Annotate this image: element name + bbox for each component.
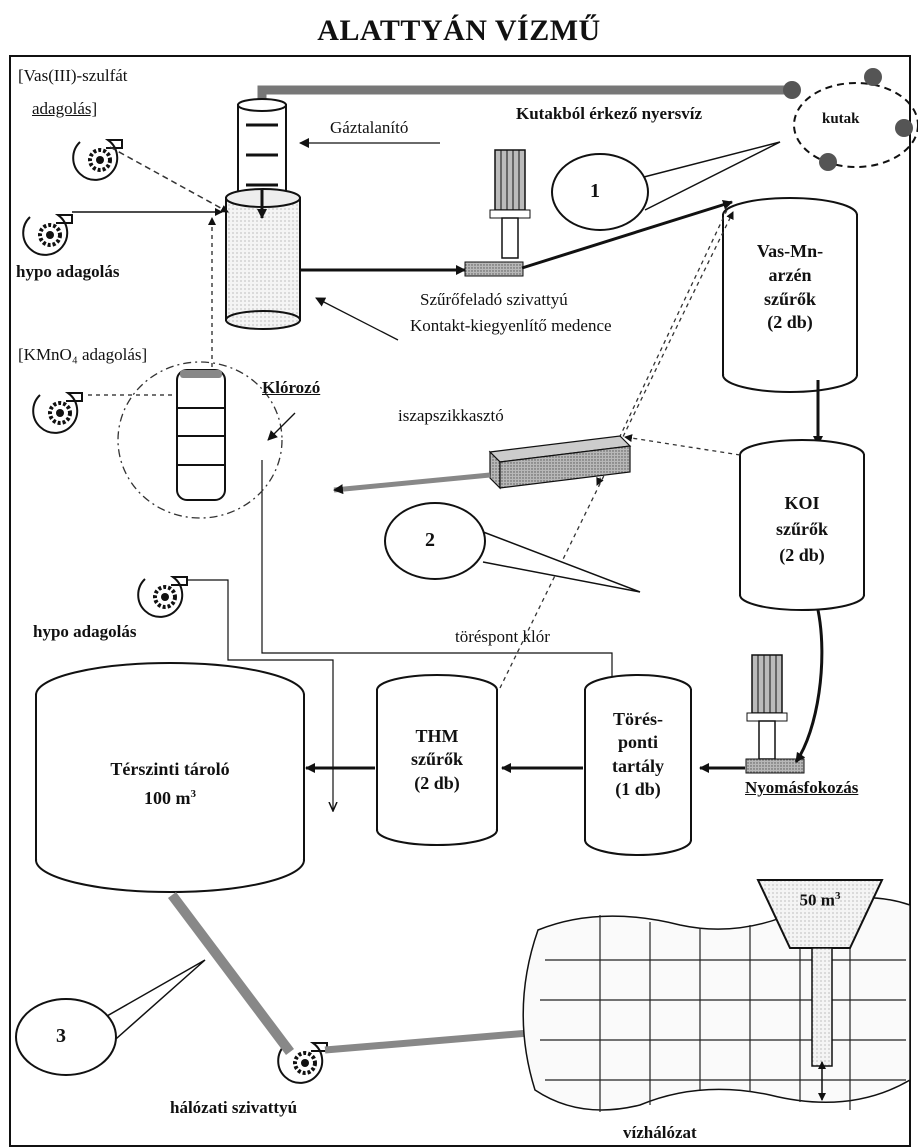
booster-label: Nyomásfokozás: [745, 778, 859, 797]
tores-line-3: tartály: [612, 755, 664, 776]
vasmn-line-4: (2 db): [767, 312, 813, 333]
wells-label: kutak: [822, 111, 860, 127]
hypo2-dosing-line: [188, 579, 333, 810]
koi-line-3: (2 db): [779, 545, 825, 566]
raw-water-label: Kutakból érkező nyersvíz: [516, 104, 703, 123]
storage-line-1: Térszinti tároló: [110, 759, 230, 779]
feed-pump-label: Szűrőfeladó szivattyú: [420, 290, 568, 309]
elevated-volume-unit-sup: 3: [834, 890, 841, 902]
vasmn-line-1: Vas-Mn-: [756, 241, 824, 261]
feed-pump: [464, 149, 531, 277]
booster-pump: [745, 654, 805, 774]
chlorinator: [117, 361, 283, 519]
storage-tank: [35, 662, 305, 893]
elevated-reservoir: [756, 879, 884, 1067]
backwash-line-3: [624, 434, 741, 456]
koi-line-2: szűrők: [775, 519, 828, 540]
vasmn-line-2: arzén: [768, 264, 812, 285]
thm-tank-label: THM szűrők (2 db): [382, 725, 492, 795]
tores-line-2: ponti: [617, 732, 659, 753]
callout-1-shape: [551, 141, 781, 231]
storage-outflow-pipe: [168, 891, 294, 1056]
kontakt-arrow: [315, 297, 399, 341]
network-pump-icon: [277, 1042, 328, 1084]
sludge-out-arrow: [333, 472, 491, 495]
storage-tank-label: Térszinti tároló 100 m3: [60, 755, 280, 813]
flow-to-booster: [794, 609, 824, 763]
contact-tank: [225, 188, 301, 330]
kmno4-label: [KMnO₄ adagolás]: [18, 345, 148, 364]
thm-line-2: szűrők: [410, 749, 463, 770]
wells-cluster: [783, 68, 918, 171]
chlorinator-line: [261, 460, 612, 688]
vas3-label-2: adagolás]: [32, 99, 98, 118]
water-network-label: vízhálózat: [623, 1123, 697, 1142]
tores-tank: [584, 674, 692, 856]
thm-tank: [376, 674, 498, 846]
network-pump-label: hálózati szivattyú: [170, 1098, 298, 1117]
flow-to-vasmn: [521, 199, 733, 270]
tores-line-1: Törés-: [613, 709, 663, 729]
storage-volume-unit-sup: 3: [190, 787, 197, 800]
koi-tank: [739, 439, 865, 611]
sludge-dryer-label: iszapszikkasztó: [398, 406, 504, 425]
vasmn-tank: [722, 197, 858, 393]
backwash-line-2: [596, 209, 728, 486]
koi-tank-label: KOI szűrők (2 db): [750, 490, 854, 568]
thm-line-1: THM: [415, 726, 459, 746]
vasmn-tank-label: Vas-Mn- arzén szűrők (2 db): [735, 240, 845, 335]
diagram-title: ALATTYÁN VÍZMŰ: [317, 14, 601, 47]
sludge-dryer: [488, 435, 632, 490]
thm-line-3: (2 db): [414, 772, 460, 793]
koi-line-1: KOI: [784, 493, 820, 513]
callout-3-number: 3: [56, 1025, 66, 1047]
storage-line-2: 100 m3: [60, 784, 280, 813]
callout-2-shape: [384, 502, 641, 593]
hypo2-label: hypo adagolás: [33, 622, 137, 641]
vasmn-line-3: szűrők: [763, 288, 816, 309]
contact-tank-label: Kontakt-kiegyenlítő medence: [410, 316, 612, 335]
callout-1-number: 1: [590, 180, 600, 202]
callout-3-shape: [15, 959, 206, 1076]
gaztalanito-label: Gáztalanító: [330, 118, 409, 137]
outer-frame: [9, 55, 911, 1147]
callout-2-number: 2: [425, 529, 435, 551]
pump-icon-vas3: [72, 139, 123, 181]
pump-icon-hypo2: [137, 576, 188, 618]
elevated-volume: 50 m: [799, 890, 835, 910]
chlorinator-label: Klórozó: [262, 378, 321, 397]
vas3-dosing-line: [109, 146, 229, 213]
hypo1-label: hypo adagolás: [16, 262, 120, 281]
klorozo-arrow: [267, 412, 296, 441]
elevated-reservoir-label: 50 m3: [780, 890, 860, 910]
pump-icon-hypo1: [22, 214, 73, 256]
tores-tank-label: Törés- ponti tartály (1 db): [588, 708, 688, 802]
kmno4-dosing-line: [88, 217, 216, 396]
storage-volume: 100 m: [144, 787, 191, 808]
pump-icon-kmno4: [32, 392, 83, 434]
vas3-label-1: [Vas(III)-szulfát: [18, 66, 128, 85]
breakpoint-chlorine-label: töréspont klór: [455, 627, 550, 646]
tores-line-4: (1 db): [615, 779, 661, 800]
